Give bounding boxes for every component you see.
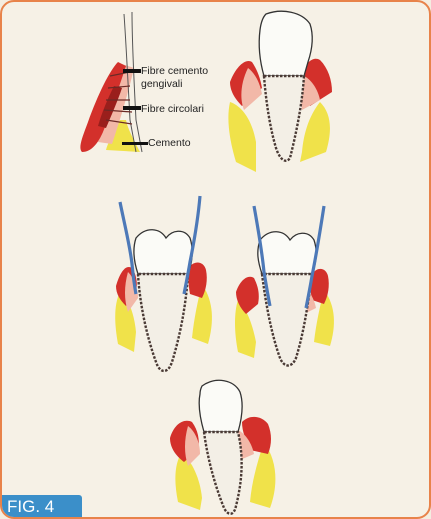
leader-fibre-cemento — [123, 69, 141, 73]
tooth-panel-bottom — [170, 380, 275, 513]
tooth-panel-healthy — [228, 11, 332, 172]
tooth-panel-probe-left — [115, 196, 212, 371]
label-fibre-cemento-1: Fibre cemento — [141, 65, 208, 77]
tooth-crown — [134, 230, 192, 274]
leader-cemento — [122, 142, 148, 145]
tooth-root — [264, 76, 304, 161]
fibre-detail-panel: Fibre cemento gengivali Fibre circolari … — [80, 12, 208, 152]
label-fibre-circolari: Fibre circolari — [141, 103, 204, 115]
label-cemento: Cemento — [148, 137, 191, 149]
label-fibre-cemento-2: gengivali — [141, 78, 182, 90]
figure-number-tab: FIG. 4 — [2, 495, 82, 517]
tooth-root — [204, 432, 242, 514]
tooth-panel-probe-right — [235, 206, 334, 366]
tooth-crown — [199, 380, 242, 432]
bone — [228, 102, 256, 172]
tooth-root — [138, 274, 188, 371]
bone — [300, 102, 330, 162]
gum-right — [189, 263, 207, 298]
tooth-crown — [258, 232, 316, 274]
leader-fibre-circolari — [123, 106, 141, 110]
tooth-root — [262, 274, 312, 366]
gum-left-pink — [185, 426, 200, 466]
tooth-crown — [259, 11, 312, 76]
